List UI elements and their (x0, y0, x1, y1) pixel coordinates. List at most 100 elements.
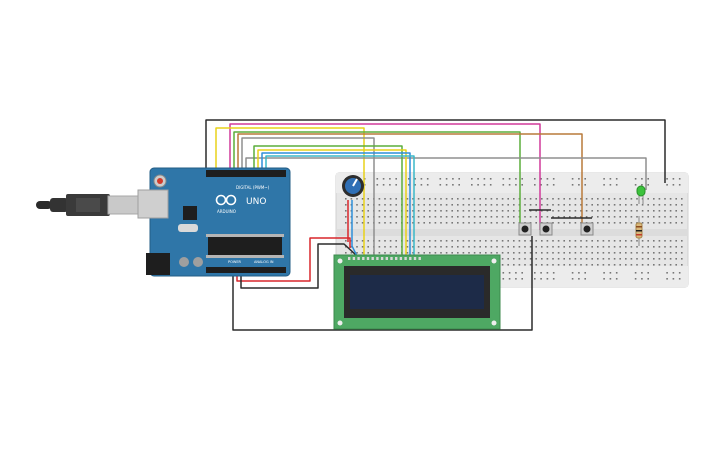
breadboard-hole (423, 198, 425, 200)
breadboard-hole (434, 216, 437, 218)
breadboard-hole (557, 198, 560, 200)
breadboard-hole (524, 204, 526, 206)
breadboard-hole (524, 252, 526, 254)
breadboard-hole (529, 216, 532, 218)
breadboard-hole (345, 222, 347, 224)
breadboard-hole (608, 264, 610, 266)
breadboard-hole (653, 240, 655, 242)
breadboard-hole (468, 216, 470, 218)
breadboard-hole (569, 210, 571, 212)
breadboard-hole (490, 222, 493, 224)
breadboard-hole (552, 258, 554, 260)
breadboard-hole (507, 252, 509, 254)
breadboard-hole (647, 198, 649, 200)
lcd-pin (357, 257, 360, 260)
breadboard-hole (591, 204, 593, 206)
resistor[interactable] (635, 216, 643, 246)
breadboard-hole (658, 258, 661, 260)
breadboard-hole (563, 198, 565, 200)
breadboard-hole (563, 252, 565, 254)
lcd-16x2[interactable] (333, 254, 501, 330)
breadboard-hole (496, 222, 498, 224)
breadboard-hole (658, 204, 661, 206)
breadboard-hole (647, 184, 649, 186)
breadboard-hole (569, 216, 571, 218)
breadboard-hole (552, 246, 554, 248)
breadboard-hole (630, 210, 633, 212)
breadboard-hole (395, 184, 397, 186)
breadboard-hole (451, 210, 453, 212)
breadboard-hole (540, 278, 542, 280)
breadboard-hole (569, 246, 571, 248)
breadboard-hole (496, 204, 498, 206)
breadboard-hole (485, 216, 487, 218)
breadboard-hole (417, 252, 420, 254)
potentiometer[interactable] (342, 175, 364, 197)
breadboard-hole (602, 240, 605, 242)
breadboard-hole (471, 184, 473, 186)
breadboard-hole (485, 222, 487, 224)
breadboard-hole (630, 216, 633, 218)
breadboard-hole (395, 204, 397, 206)
breadboard-hole (563, 210, 565, 212)
breadboard-hole (473, 222, 476, 224)
breadboard-hole (389, 210, 392, 212)
breadboard-hole (507, 198, 509, 200)
breadboard-hole (541, 216, 543, 218)
breadboard-hole (641, 178, 643, 180)
breadboard-hole (458, 184, 460, 186)
arduino-uno[interactable]: UNO ARDUINO DIGITAL (PWM~) POWER ANALOG … (137, 167, 291, 277)
breadboard-hole (675, 246, 677, 248)
breadboard-hole (468, 252, 470, 254)
breadboard-hole (345, 240, 347, 242)
breadboard-hole (414, 184, 416, 186)
pushbutton[interactable] (539, 222, 553, 236)
pushbutton[interactable] (580, 222, 594, 236)
breadboard-hole (619, 246, 621, 248)
green-led[interactable] (636, 185, 646, 204)
breadboard-hole (658, 198, 661, 200)
usb-cable[interactable] (36, 194, 139, 216)
breadboard-hole (535, 240, 537, 242)
breadboard-hole (524, 258, 526, 260)
breadboard-hole (534, 178, 536, 180)
breadboard-hole (641, 184, 643, 186)
breadboard-hole (361, 198, 364, 200)
breadboard-hole (389, 252, 392, 254)
breadboard-hole (429, 210, 431, 212)
breadboard-hole (356, 210, 358, 212)
breadboard-hole (408, 178, 410, 180)
breadboard-hole (473, 216, 476, 218)
breadboard-hole (445, 210, 448, 212)
breadboard-hole (412, 210, 414, 212)
breadboard-hole (608, 258, 610, 260)
breadboard-hole (563, 258, 565, 260)
breadboard-hole (479, 198, 481, 200)
breadboard-hole (591, 246, 593, 248)
lcd-pin (380, 257, 384, 260)
breadboard-hole (552, 240, 554, 242)
breadboard-hole (672, 178, 675, 180)
breadboard-hole (552, 204, 554, 206)
wire-blue-lcd (261, 152, 411, 255)
breadboard-hole (502, 184, 505, 186)
breadboard-hole (490, 240, 493, 242)
breadboard-hole (569, 222, 571, 224)
breadboard-hole (569, 252, 571, 254)
breadboard-hole (513, 204, 515, 206)
breadboard-hole (669, 204, 672, 206)
breadboard-hole (636, 240, 638, 242)
breadboard-hole (613, 252, 616, 254)
pushbutton[interactable] (518, 222, 532, 236)
breadboard-hole (412, 240, 414, 242)
breadboard-hole (647, 252, 649, 254)
breadboard-hole (608, 198, 610, 200)
breadboard-hole (367, 204, 369, 206)
breadboard-hole (540, 178, 542, 180)
breadboard-hole (412, 198, 414, 200)
arduino-analog-label: ANALOG IN (254, 260, 274, 264)
breadboard-hole (507, 210, 509, 212)
breadboard-hole (378, 246, 381, 248)
breadboard-hole (462, 204, 465, 206)
